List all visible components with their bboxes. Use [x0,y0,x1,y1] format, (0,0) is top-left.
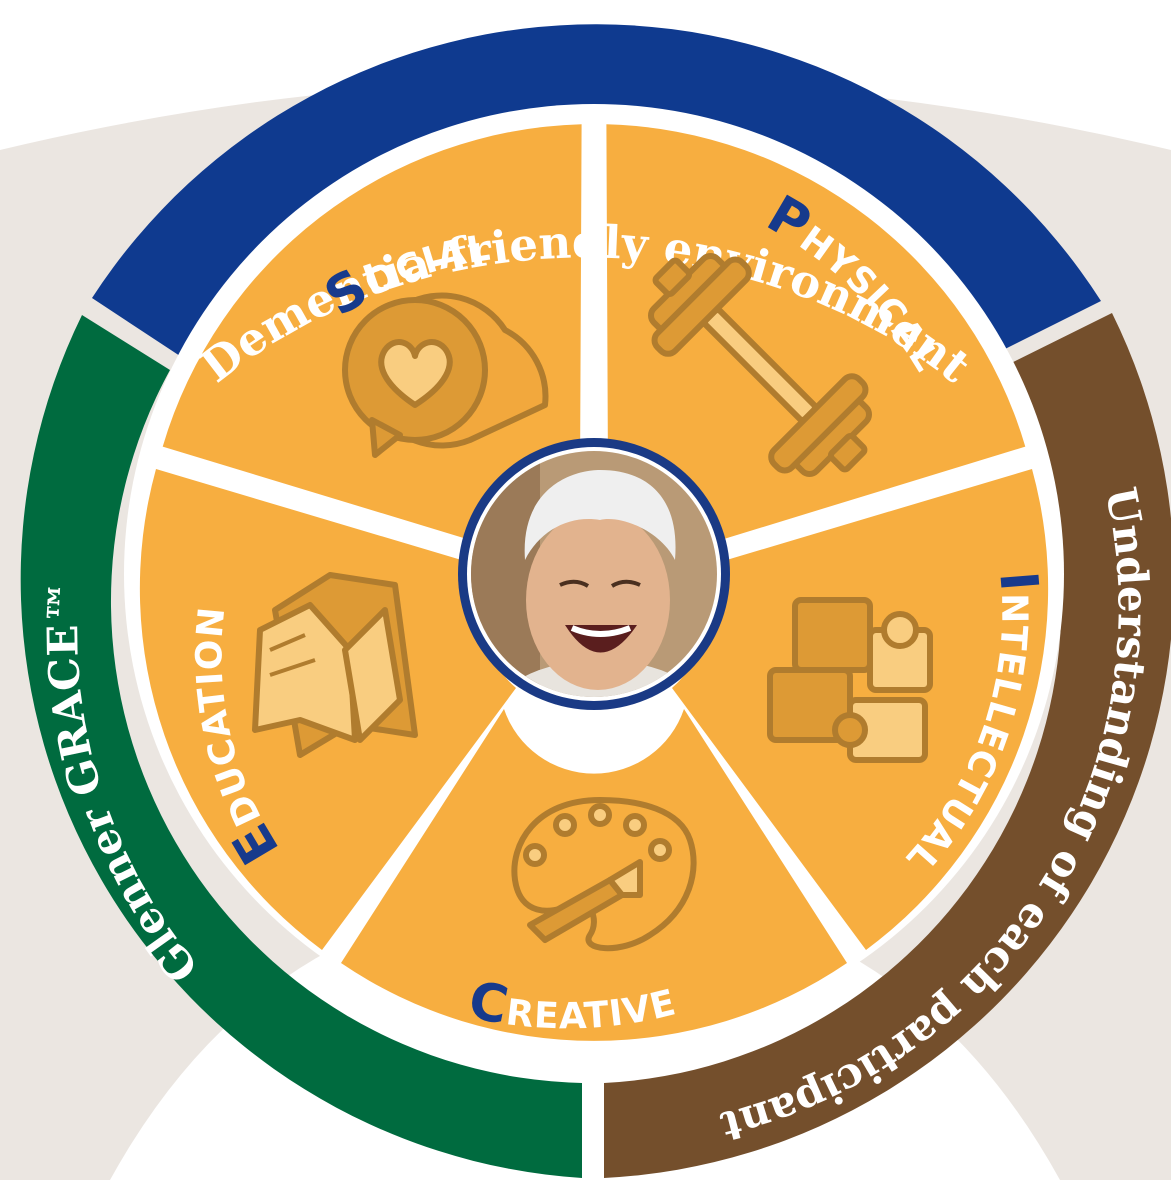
center-photo [458,438,730,710]
open-book-icon [252,572,418,758]
palette-icon [511,797,697,952]
environment-ring [92,24,1101,356]
segment-physical [606,124,1026,550]
speech-bubble-heart-icon [342,292,549,458]
dumbbell-icon [648,253,872,477]
puzzle-icon [767,597,933,763]
glenner-ring [20,315,582,1178]
intellectual-initial: I [987,569,1048,594]
understanding-ring [604,313,1171,1178]
